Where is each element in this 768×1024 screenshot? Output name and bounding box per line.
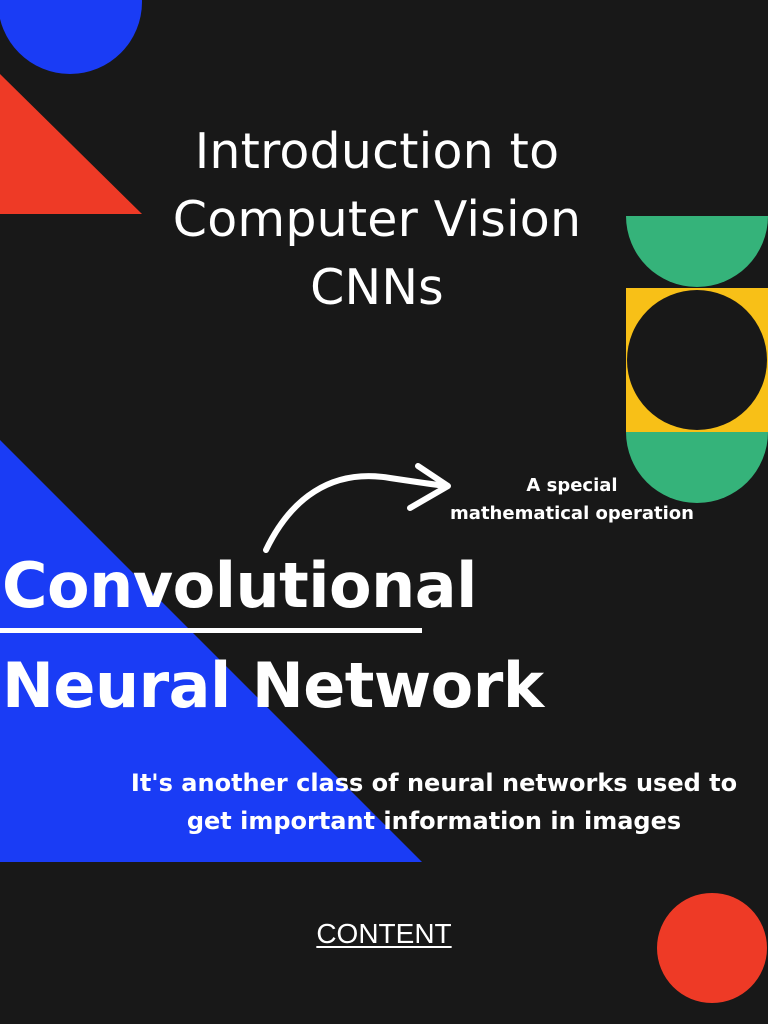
page-title: Introduction to Computer Vision CNNs bbox=[0, 118, 754, 322]
green-bottom-half-circle bbox=[626, 432, 768, 503]
annotation-line-2: mathematical operation bbox=[450, 503, 694, 524]
arrow-annotation: A special mathematical operation bbox=[440, 472, 704, 528]
headline-neural-network: Neural Network bbox=[2, 649, 544, 722]
title-line-3: CNNs bbox=[310, 259, 444, 316]
dark-circle-in-square bbox=[627, 290, 767, 430]
blue-triangle-shape bbox=[0, 440, 422, 862]
headline-convolutional: Convolutional bbox=[2, 549, 477, 622]
description-text: It's another class of neural networks us… bbox=[126, 764, 742, 840]
title-line-2: Computer Vision bbox=[172, 191, 582, 248]
description-line-2: get important information in images bbox=[186, 807, 682, 835]
annotation-line-1: A special bbox=[526, 475, 618, 496]
green-top-half-circle bbox=[626, 216, 768, 287]
green-yellow-shape bbox=[626, 216, 768, 503]
title-line-1: Introduction to bbox=[194, 123, 560, 180]
red-circle-shape bbox=[657, 893, 767, 1003]
red-triangle-shape bbox=[0, 74, 142, 214]
headline-underline bbox=[0, 628, 422, 633]
curved-arrow-icon bbox=[263, 463, 451, 553]
blue-circle-shape bbox=[0, 0, 142, 74]
description-line-1: It's another class of neural networks us… bbox=[130, 769, 738, 797]
content-link[interactable]: CONTENT bbox=[316, 918, 452, 949]
